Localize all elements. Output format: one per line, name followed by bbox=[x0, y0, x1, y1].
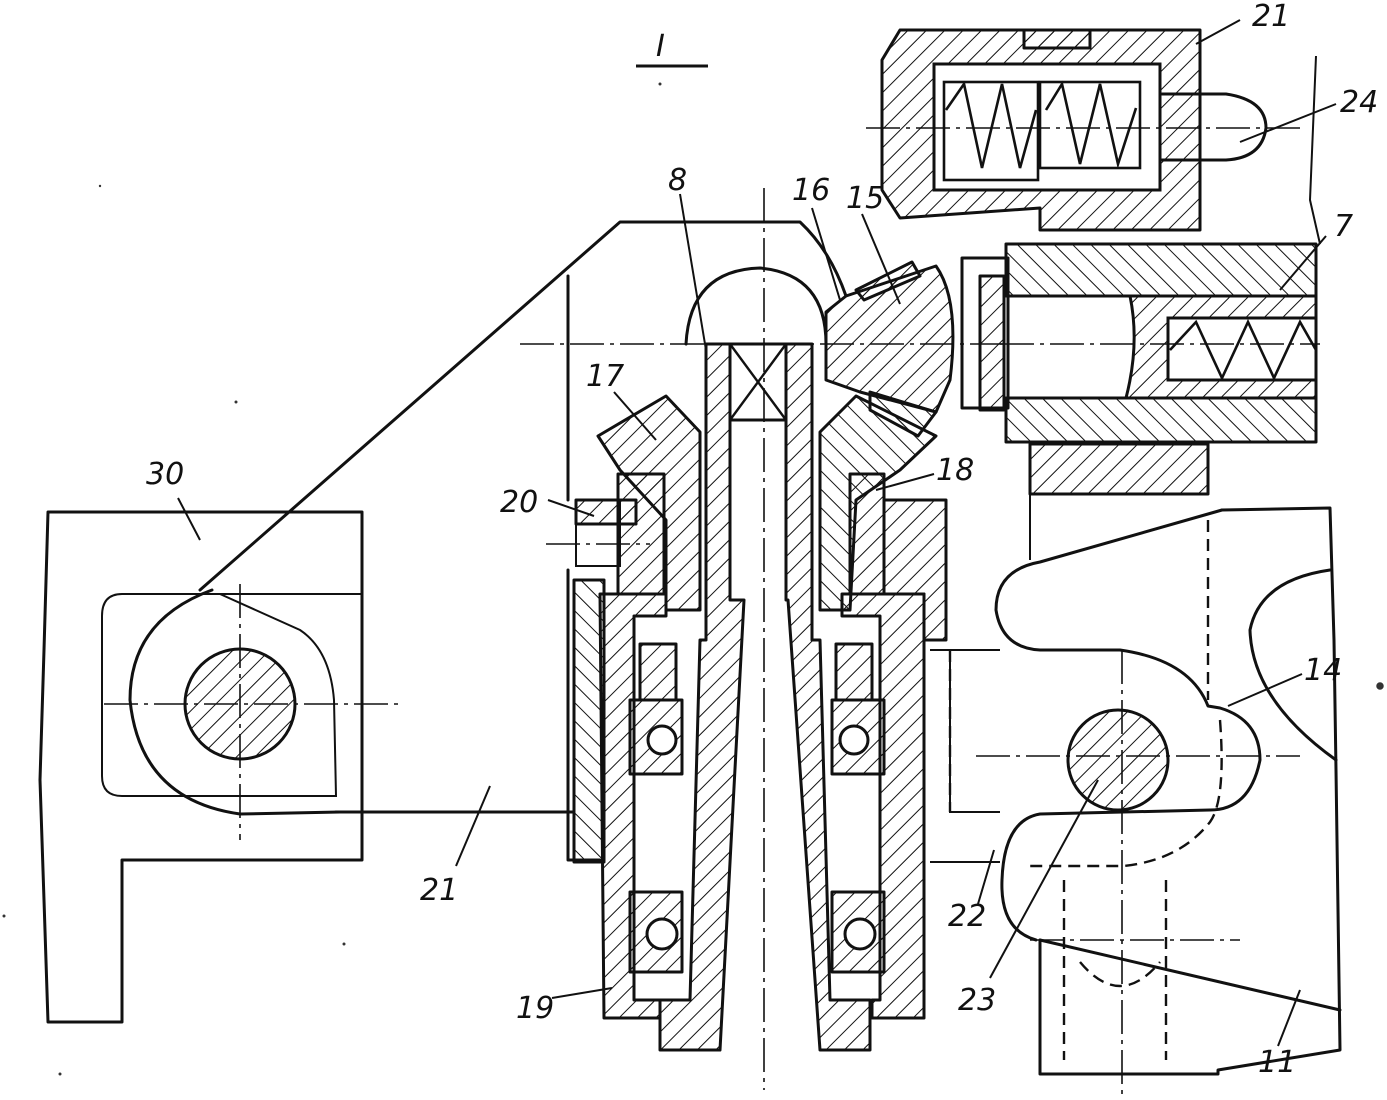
detent-housing-21 bbox=[866, 28, 1300, 232]
leader-lines bbox=[177, 19, 1337, 1047]
label-30: 30 bbox=[146, 457, 184, 492]
housing-19 bbox=[572, 578, 926, 1020]
bearing-set bbox=[628, 642, 886, 974]
label-7: 7 bbox=[1334, 209, 1353, 244]
label-18: 18 bbox=[936, 453, 974, 488]
label-11: 11 bbox=[1258, 1045, 1296, 1080]
nut-18-ring-20 bbox=[546, 472, 948, 642]
label-24: 24 bbox=[1340, 85, 1378, 120]
lever-bracket-30 bbox=[38, 510, 404, 1024]
label-8: 8 bbox=[668, 163, 687, 198]
label-20: 20 bbox=[500, 485, 538, 520]
label-19: 19 bbox=[516, 991, 554, 1026]
label-23: 23 bbox=[958, 983, 996, 1018]
view-title-text: I bbox=[656, 29, 665, 64]
lever-14-assembly bbox=[948, 506, 1342, 1100]
label-21-top: 21 bbox=[1252, 0, 1290, 34]
label-21-bottom: 21 bbox=[420, 873, 458, 908]
label-22: 22 bbox=[948, 899, 986, 934]
label-16: 16 bbox=[792, 173, 830, 208]
shaft-7-assembly bbox=[960, 55, 1321, 560]
label-15: 15 bbox=[846, 181, 884, 216]
pinion-15 bbox=[520, 260, 1010, 438]
scan-specks bbox=[2, 184, 1384, 1076]
label-17: 17 bbox=[586, 359, 624, 394]
part-labels: 8 16 15 21 24 7 17 18 20 30 14 21 22 23 … bbox=[146, 0, 1378, 1080]
spindle-shaft-8 bbox=[658, 188, 872, 1090]
view-title: I bbox=[636, 29, 708, 86]
label-14: 14 bbox=[1304, 653, 1342, 688]
